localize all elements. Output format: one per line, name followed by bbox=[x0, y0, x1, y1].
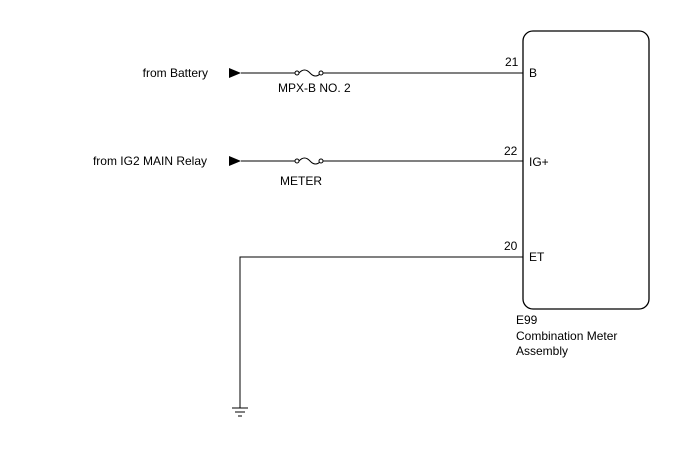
fuse-meter-icon bbox=[294, 157, 324, 165]
component-name-line2: Assembly bbox=[516, 344, 568, 358]
pin-20-label: 20 bbox=[504, 239, 518, 253]
battery-arrow bbox=[229, 68, 241, 78]
terminal-ig-label: IG+ bbox=[529, 155, 549, 169]
pin-21-label: 21 bbox=[505, 55, 519, 69]
terminal-b-label: B bbox=[529, 66, 537, 80]
combination-meter-box bbox=[522, 30, 650, 310]
terminal-et-label: ET bbox=[529, 250, 545, 264]
ground-wire bbox=[239, 256, 523, 408]
fuse-meter-label: METER bbox=[280, 174, 322, 188]
ig2-arrow bbox=[229, 156, 241, 166]
ground-icon bbox=[232, 407, 248, 417]
battery-source-label: from Battery bbox=[143, 66, 208, 80]
fuse-mpx-b-icon bbox=[294, 69, 324, 77]
pin-22-label: 22 bbox=[504, 144, 518, 158]
component-code-label: E99 bbox=[516, 313, 538, 327]
fuse-mpx-b-label: MPX-B NO. 2 bbox=[278, 81, 351, 95]
ig2-source-label: from IG2 MAIN Relay bbox=[93, 154, 207, 168]
component-name-line1: Combination Meter bbox=[516, 329, 617, 343]
